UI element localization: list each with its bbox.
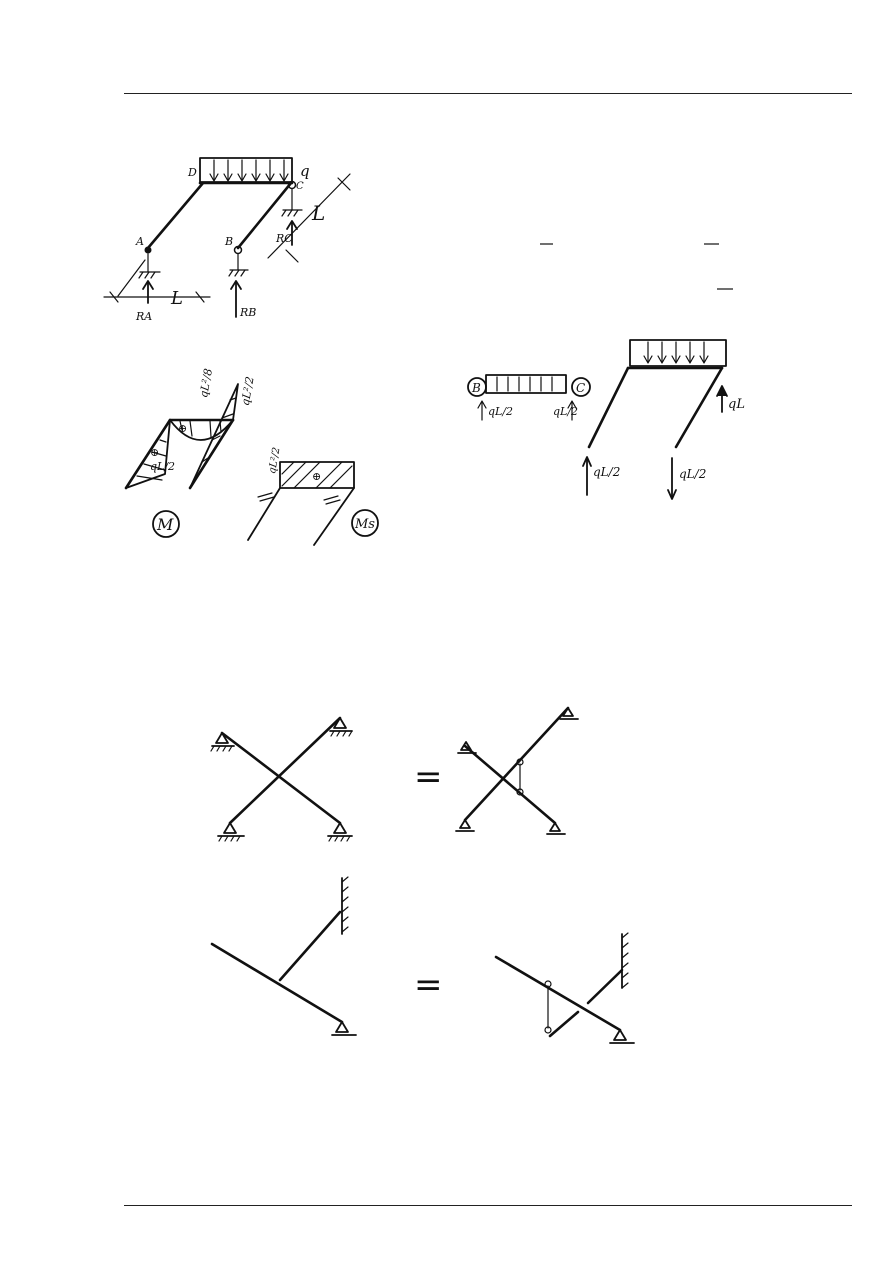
label-a: A — [135, 235, 144, 248]
moment-value-left: qL/2 — [150, 460, 175, 473]
fb-load-box-right — [629, 339, 727, 367]
moment-value-midspan: qL²/8 — [197, 367, 215, 398]
ms-member-left — [247, 487, 281, 541]
label-rc: RC — [275, 232, 293, 245]
strut-right-lower — [548, 1010, 580, 1038]
label-b: B — [224, 235, 233, 248]
fb-right-member — [674, 366, 724, 449]
moment-hatch-top — [179, 420, 222, 438]
moment-sign-top: ⊕ — [178, 422, 187, 435]
fb-reactions-frame — [582, 385, 728, 500]
fb-force-frame-right: qL/2 — [679, 467, 706, 481]
label-rb: RB — [239, 306, 256, 319]
wall-right-hatching — [621, 932, 629, 989]
x-right-link-hinge-top — [516, 758, 524, 766]
ms-label-circle — [351, 509, 379, 537]
beam-right-support — [609, 1029, 635, 1044]
moment-hatch-left — [136, 439, 167, 481]
wall-left-hatching — [341, 876, 349, 933]
moment-area-left — [125, 419, 171, 489]
x-left-member-2 — [228, 716, 342, 825]
dimension-label-diagonal: L — [311, 201, 325, 225]
reaction-arrows — [142, 220, 298, 318]
x-right-member-1 — [463, 744, 557, 825]
strut-right-upper — [586, 968, 624, 1005]
moment-label: M — [156, 515, 174, 534]
fb-end-c-circle — [571, 377, 591, 397]
x-left-member-1 — [220, 731, 342, 825]
load-label: q — [300, 162, 310, 180]
dimension-label-horizontal: L — [170, 288, 183, 309]
x-right-link-hinge-bottom — [516, 788, 524, 796]
ms-value: qL²/2 — [267, 446, 282, 474]
moment-hatch-right — [201, 397, 237, 463]
fb-force-left: qL/2 — [488, 405, 513, 418]
moment-sign-left: ⊕ — [150, 446, 159, 459]
load-arrows — [209, 159, 289, 182]
ms-hatch — [281, 461, 353, 489]
ms-rect — [279, 461, 355, 489]
support-a — [138, 253, 161, 279]
fb-reactions-beam — [477, 400, 577, 421]
support-c — [281, 188, 303, 217]
ms-cut-marks — [257, 492, 341, 505]
fb-force-frame-top: qL — [728, 397, 745, 412]
support-b — [228, 253, 249, 277]
ms-sign: ⊕ — [312, 470, 321, 483]
hinge-a — [144, 246, 152, 254]
x-right-supports — [455, 707, 579, 835]
beam-left — [210, 942, 344, 1024]
fb-load-arrows-left — [496, 376, 553, 392]
link-right-hinge-top — [544, 980, 552, 988]
strut-left — [278, 910, 342, 982]
member-cb — [236, 181, 293, 250]
dimension-horizontal — [103, 259, 211, 303]
label-ra: RA — [135, 310, 152, 323]
label-c: C — [296, 181, 304, 192]
member-da — [146, 181, 205, 250]
moment-value-right: qL²/2 — [239, 375, 257, 406]
fb-end-c-label: C — [576, 381, 585, 395]
moment-area-right — [189, 383, 239, 489]
ms-member-right — [313, 487, 355, 546]
fb-force-frame-left: qL/2 — [593, 465, 620, 479]
link-right-hinge-bottom — [544, 1026, 552, 1034]
moment-label-circle — [152, 510, 180, 538]
equals-sign-2: = — [414, 965, 443, 1005]
x-right-member-2 — [463, 706, 570, 822]
label-d: D — [187, 166, 197, 179]
x-left-hatching — [210, 730, 353, 842]
fb-load-arrows-right — [643, 341, 709, 364]
beam-left-support — [331, 1021, 357, 1036]
header-rule — [124, 93, 852, 94]
beam-right — [494, 955, 622, 1032]
fb-end-b-circle — [467, 377, 487, 397]
dimension-diagonal — [267, 173, 351, 263]
fb-left-member — [587, 366, 630, 449]
footer-rule — [124, 1205, 852, 1206]
ms-label: Ms — [354, 517, 375, 532]
moment-parabola — [169, 419, 234, 441]
fb-force-right: qL/2 — [553, 405, 578, 418]
equals-sign-1: = — [414, 757, 443, 797]
fb-end-b-label: B — [471, 381, 481, 395]
